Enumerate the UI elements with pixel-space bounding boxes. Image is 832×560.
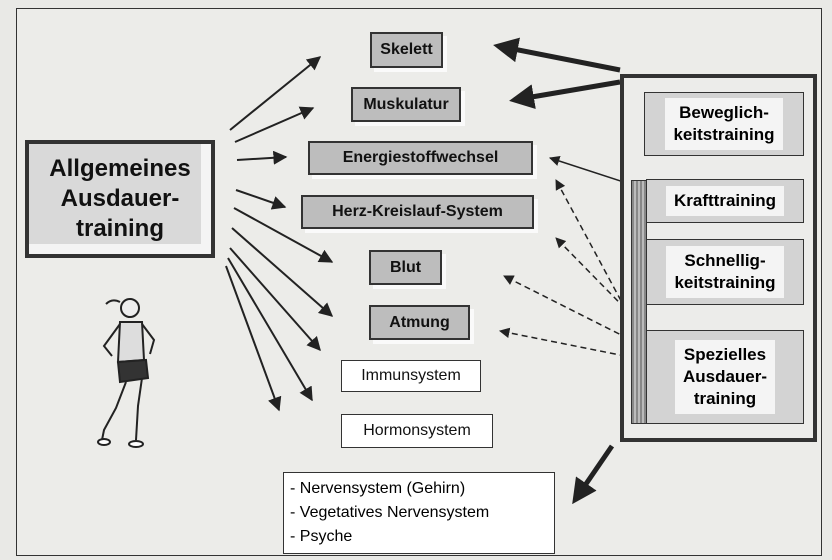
krafttraining-box: Krafttraining — [646, 179, 804, 223]
arrow-to-hormon — [228, 258, 312, 400]
herz-kreislauf-box: Herz-Kreislauf-System — [301, 195, 534, 229]
main-line-1: Allgemeines — [49, 154, 190, 184]
arrow-to-energie — [237, 157, 286, 160]
arrow-to-muskulatur — [235, 108, 313, 142]
spez-line-2: Ausdauer- — [683, 366, 767, 388]
main-line-2: Ausdauer- — [49, 184, 190, 214]
hatched-bar — [631, 180, 647, 424]
arrow-to-nerven — [226, 266, 279, 410]
immunsystem-box: Immunsystem — [341, 360, 481, 392]
spez-line-3: training — [683, 388, 767, 410]
beweglichkeitstraining-box: Beweglich-keitstraining — [644, 92, 804, 156]
spez-line-1: Spezielles — [683, 344, 767, 366]
thick-arrow-skelett — [498, 46, 620, 70]
nerv-item-3: - Psyche — [290, 525, 548, 549]
arrow-to-herz — [236, 190, 285, 207]
schnell-line-1: Schnellig- — [674, 250, 775, 272]
schnelligkeitstraining-box: Schnellig-keitstraining — [646, 239, 804, 305]
nerv-item-2: - Vegetatives Nervensystem — [290, 501, 548, 525]
arrow-to-atmung — [232, 228, 332, 316]
main-line-3: training — [49, 214, 190, 244]
beweglich-line-2: keitstraining — [673, 124, 774, 146]
thick-arrow-muskulatur — [514, 82, 620, 100]
atmung-box: Atmung — [369, 305, 470, 340]
arrow-to-skelett — [230, 57, 320, 130]
runner-icon — [90, 290, 170, 460]
thick-arrow-nerven — [575, 446, 612, 500]
energiestoffwechsel-box: Energiestoffwechsel — [308, 141, 533, 175]
muskulatur-box: Muskulatur — [351, 87, 461, 122]
kraft-label: Krafttraining — [666, 186, 784, 216]
skelett-box: Skelett — [370, 32, 443, 68]
arrow-to-immun — [230, 248, 320, 350]
beweglich-line-1: Beweglich- — [673, 102, 774, 124]
allgemeines-ausdauertraining-box: Allgemeines Ausdauer- training — [25, 140, 215, 258]
nervensystem-box: - Nervensystem (Gehirn) - Vegetatives Ne… — [283, 472, 555, 554]
blut-box: Blut — [369, 250, 442, 285]
hormonsystem-box: Hormonsystem — [341, 414, 493, 448]
nerv-item-1: - Nervensystem (Gehirn) — [290, 477, 548, 501]
schnell-line-2: keitstraining — [674, 272, 775, 294]
